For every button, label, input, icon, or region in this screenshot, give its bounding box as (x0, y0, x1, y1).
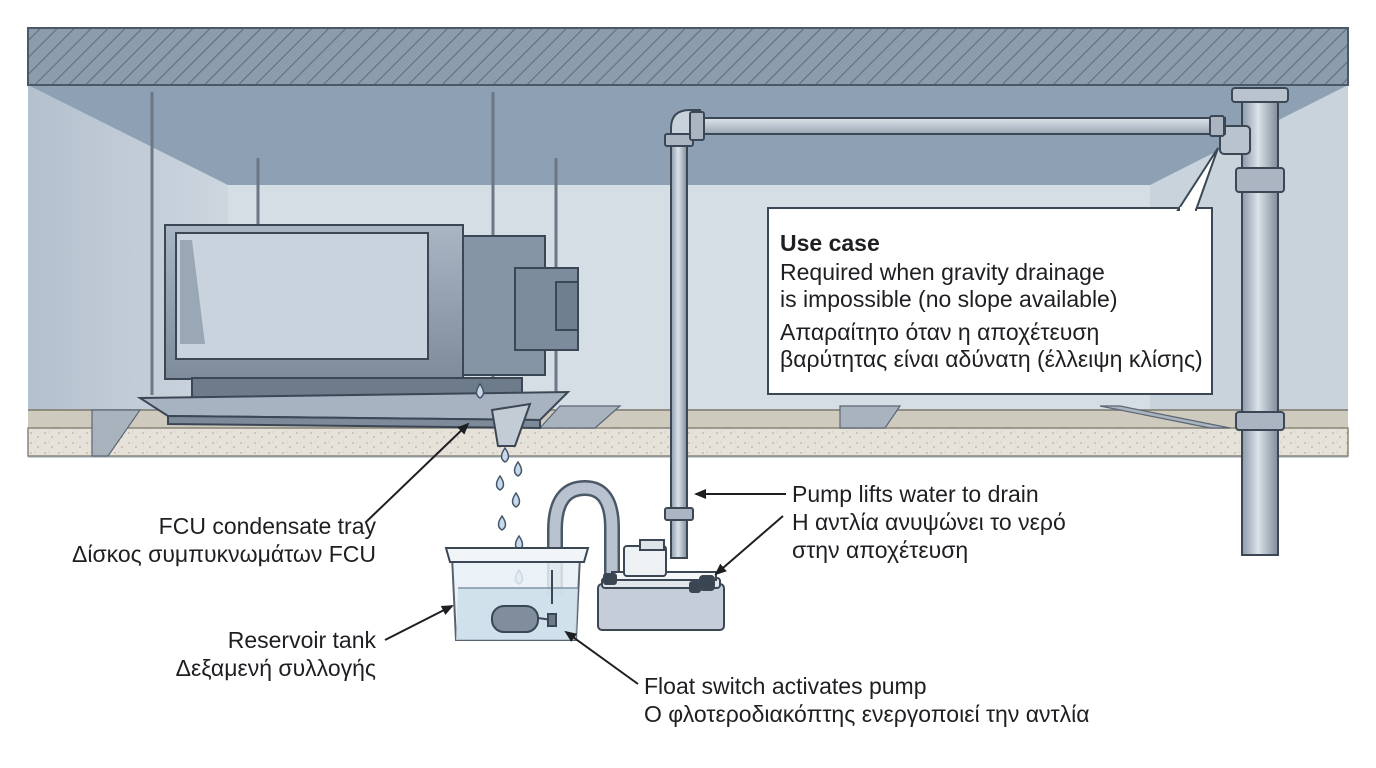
use-case-el-line-1: Απαραίτητο όταν η αποχέτευση (780, 319, 1100, 345)
use-case-el-line-2: βαρύτητας είναι αδύνατη (έλλειψη κλίσης) (780, 346, 1203, 372)
label-pump-en: Pump lifts water to drain (792, 481, 1039, 507)
drain-stack-pipe (1219, 87, 1289, 556)
label-tray-en: FCU condensate tray (158, 513, 376, 539)
label-pump-el-2: στην αποχέτευση (792, 537, 969, 563)
label-pump: Pump lifts water to drain Η αντλία ανυψώ… (792, 480, 1066, 564)
label-condensate-tray: FCU condensate tray Δίσκος συμπυκνωμάτων… (72, 512, 376, 568)
leader-arrows (365, 422, 786, 685)
use-case-en-line-1: Required when gravity drainage (780, 259, 1105, 285)
condensate-pump (597, 539, 725, 631)
use-case-en-line-2: is impossible (no slope available) (780, 286, 1118, 312)
label-reservoir-tank: Reservoir tank Δεξαμενή συλλογής (176, 626, 376, 682)
label-tank-el: Δεξαμενή συλλογής (175, 655, 376, 681)
fcu-condensate-tray (136, 390, 571, 447)
label-pump-el-1: Η αντλία ανυψώνει το νερό (792, 509, 1066, 535)
use-case-text: Use case Required when gravity drainage … (768, 208, 1212, 394)
float-switch (491, 570, 557, 633)
label-float-switch: Float switch activates pump Ο φλοτεροδια… (644, 672, 1090, 728)
label-float-en: Float switch activates pump (644, 673, 927, 699)
fcu-unit (164, 224, 579, 399)
label-tank-en: Reservoir tank (227, 627, 376, 653)
use-case-title: Use case (780, 230, 880, 256)
label-tray-el: Δίσκος συμπυκνωμάτων FCU (71, 541, 376, 567)
label-float-el: Ο φλοτεροδιακόπτης ενεργοποιεί την αντλί… (644, 701, 1090, 727)
discharge-pipe (664, 109, 1226, 559)
use-case-callout (767, 147, 1219, 395)
